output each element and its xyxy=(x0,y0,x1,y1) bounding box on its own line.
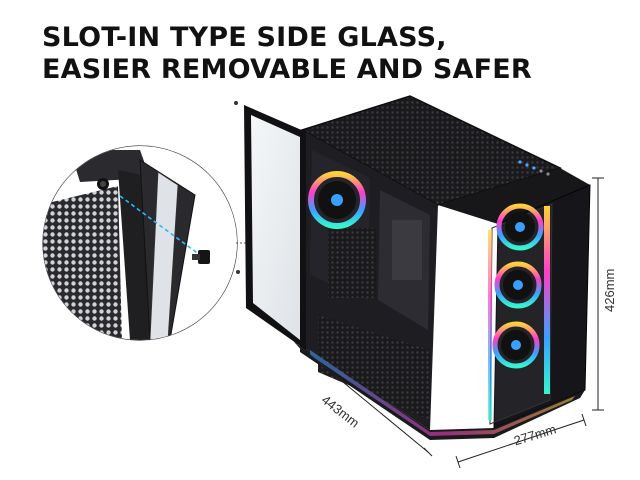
screw-guide-line xyxy=(119,195,201,256)
front-io-ports xyxy=(518,160,550,176)
side-glass-panel xyxy=(234,101,306,350)
headline-line-2: EASIER REMOVABLE AND SAFER xyxy=(42,54,532,85)
dimension-height-label: 426mm xyxy=(602,268,617,312)
rgb-fan-front-3 xyxy=(492,321,540,369)
thumb-screw-icon xyxy=(97,178,109,190)
rgb-fan-front-2 xyxy=(494,261,542,309)
headline: SLOT-IN TYPE SIDE GLASS, EASIER REMOVABL… xyxy=(42,22,532,86)
detail-zoom-circle xyxy=(42,145,246,341)
pc-case xyxy=(300,95,591,440)
rgb-fan-top xyxy=(308,171,366,229)
headline-line-1: SLOT-IN TYPE SIDE GLASS, xyxy=(42,22,447,53)
rgb-fan-front-1 xyxy=(496,203,544,251)
screw-icon xyxy=(192,250,210,264)
dimension-lines xyxy=(293,177,604,469)
